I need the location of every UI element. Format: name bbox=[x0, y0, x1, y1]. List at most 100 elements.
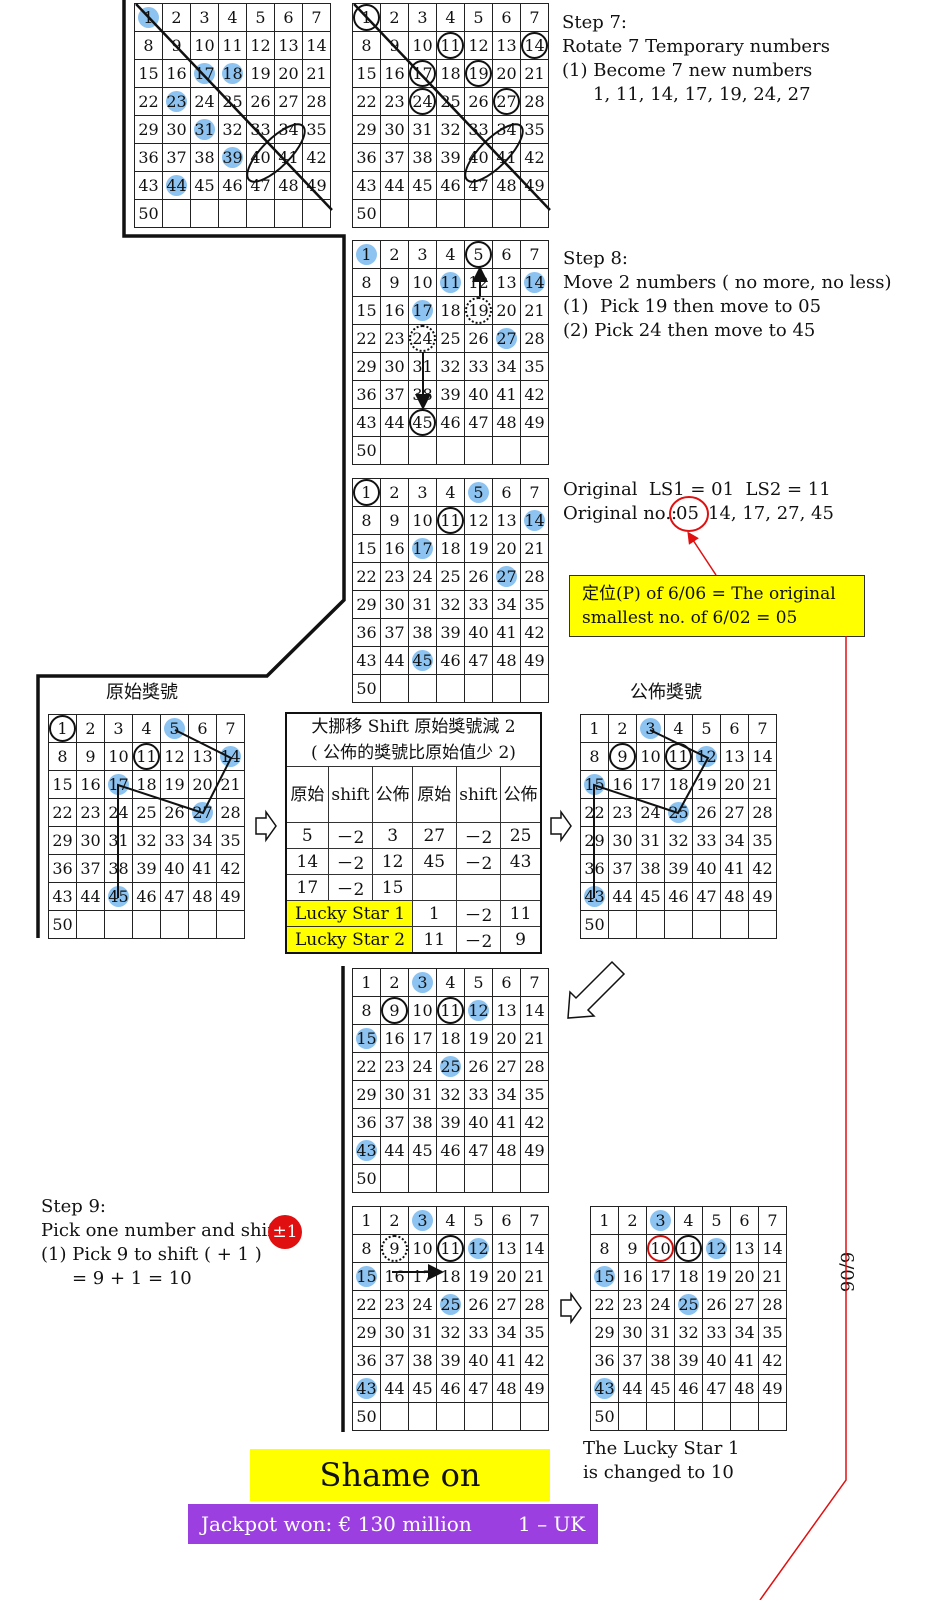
grid-number: 28 bbox=[524, 92, 545, 111]
grid-cell: 29 bbox=[353, 1081, 381, 1109]
step9-line3: = 9 + 1 = 10 bbox=[72, 1268, 192, 1289]
grid-cell: 13 bbox=[493, 32, 521, 60]
grid-number: 44 bbox=[384, 651, 405, 670]
table-cell: 17 bbox=[285, 874, 329, 901]
grid-cell: 32 bbox=[665, 827, 693, 855]
grid-cell: 42 bbox=[749, 855, 777, 883]
grid-cell: 14 bbox=[217, 743, 245, 771]
grid-cell: 43 bbox=[353, 409, 381, 437]
grid-cell: 37 bbox=[609, 855, 637, 883]
announced-draw-label: 公佈獎號 bbox=[630, 682, 702, 703]
grid-cell: 19 bbox=[161, 771, 189, 799]
table-row: 17 －2 15 bbox=[285, 874, 542, 901]
grid-cell: 11 bbox=[675, 1235, 703, 1263]
grid-cell: 34 bbox=[275, 116, 303, 144]
grid-cell: 18 bbox=[133, 771, 161, 799]
grid-number: 34 bbox=[496, 120, 517, 139]
grid-number: 19 bbox=[468, 301, 489, 320]
grid-cell: 16 bbox=[609, 771, 637, 799]
grid-cell: 8 bbox=[135, 32, 163, 60]
grid-cell: 3 bbox=[191, 4, 219, 32]
grid-number: 25 bbox=[668, 803, 689, 822]
hollow-arrow-right-2 bbox=[550, 809, 572, 843]
grid-number: 20 bbox=[192, 775, 213, 794]
grid-number: 44 bbox=[622, 1379, 643, 1398]
grid-number: 10 bbox=[412, 273, 433, 292]
grid-cell: 21 bbox=[521, 60, 549, 88]
grid-number: 46 bbox=[440, 1379, 461, 1398]
grid-cell: 48 bbox=[493, 1137, 521, 1165]
grid-cell: 29 bbox=[353, 1319, 381, 1347]
grid-number: 44 bbox=[166, 176, 187, 195]
grid-number: 34 bbox=[724, 831, 745, 850]
grid-number: 43 bbox=[594, 1379, 615, 1398]
grid-cell: 43 bbox=[353, 1375, 381, 1403]
grid-number: 41 bbox=[496, 385, 517, 404]
grid-cell: 25 bbox=[133, 799, 161, 827]
grid-number: 30 bbox=[612, 831, 633, 850]
grid-cell: 2 bbox=[381, 241, 409, 269]
grid-cell bbox=[731, 1403, 759, 1431]
grid-cell: 11 bbox=[665, 743, 693, 771]
grid-number: 3 bbox=[417, 8, 428, 27]
grid-cell: 35 bbox=[303, 116, 331, 144]
grid-cell: 40 bbox=[247, 144, 275, 172]
grid-number: 6 bbox=[739, 1211, 750, 1230]
grid-cell: 8 bbox=[353, 1235, 381, 1263]
grid-cell: 30 bbox=[381, 1319, 409, 1347]
grid-number: 50 bbox=[356, 204, 377, 223]
grid-number: 15 bbox=[52, 775, 73, 794]
grid-cell: 47 bbox=[247, 172, 275, 200]
grid-number: 50 bbox=[356, 679, 377, 698]
grid-cell: 35 bbox=[521, 353, 549, 381]
grid-cell: 44 bbox=[163, 172, 191, 200]
grid-cell bbox=[759, 1403, 787, 1431]
grid-cell: 32 bbox=[219, 116, 247, 144]
grid-cell: 8 bbox=[581, 743, 609, 771]
grid-cell bbox=[493, 437, 521, 465]
grid-cell: 10 bbox=[409, 32, 437, 60]
grid-cell bbox=[77, 911, 105, 939]
grid-cell: 2 bbox=[163, 4, 191, 32]
grid-cell: 48 bbox=[493, 409, 521, 437]
grid-number: 19 bbox=[468, 539, 489, 558]
grid-number: 26 bbox=[706, 1295, 727, 1314]
grid-cell bbox=[465, 675, 493, 703]
grid-number: 1 bbox=[361, 483, 372, 502]
grid-number: 45 bbox=[194, 176, 215, 195]
grid-number: 49 bbox=[220, 887, 241, 906]
grid-number: 37 bbox=[384, 1113, 405, 1132]
grid-cell: 23 bbox=[381, 563, 409, 591]
grid-number: 36 bbox=[138, 148, 159, 167]
grid-number: 4 bbox=[445, 8, 456, 27]
grid-cell: 49 bbox=[303, 172, 331, 200]
grid-cell: 4 bbox=[675, 1207, 703, 1235]
grid-cell: 17 bbox=[409, 1263, 437, 1291]
grid-number: 10 bbox=[650, 1239, 671, 1258]
grid-number: 25 bbox=[440, 567, 461, 586]
grid-cell: 5 bbox=[465, 241, 493, 269]
grid-number: 5 bbox=[711, 1211, 722, 1230]
table-row: 14 －2 12 45 －2 43 bbox=[285, 848, 542, 875]
grid-number: 26 bbox=[250, 92, 271, 111]
grid-number: 27 bbox=[496, 1057, 517, 1076]
grid-cell: 2 bbox=[381, 479, 409, 507]
grid-cell: 1 bbox=[581, 715, 609, 743]
grid-number: 41 bbox=[192, 859, 213, 878]
grid-cell: 17 bbox=[409, 297, 437, 325]
grid-number: 4 bbox=[673, 719, 684, 738]
grid-cell: 40 bbox=[465, 144, 493, 172]
grid-cell bbox=[161, 911, 189, 939]
header-cell: 公佈 bbox=[500, 766, 542, 823]
grid-cell: 35 bbox=[749, 827, 777, 855]
grid-cell: 33 bbox=[465, 591, 493, 619]
grid-cell: 16 bbox=[381, 1025, 409, 1053]
grid-number: 3 bbox=[417, 973, 428, 992]
grid-number: 41 bbox=[496, 148, 517, 167]
grid-cell: 12 bbox=[161, 743, 189, 771]
grid-cell: 26 bbox=[465, 325, 493, 353]
grid-cell: 41 bbox=[731, 1347, 759, 1375]
grid-number: 9 bbox=[171, 36, 182, 55]
grid-cell: 41 bbox=[493, 144, 521, 172]
